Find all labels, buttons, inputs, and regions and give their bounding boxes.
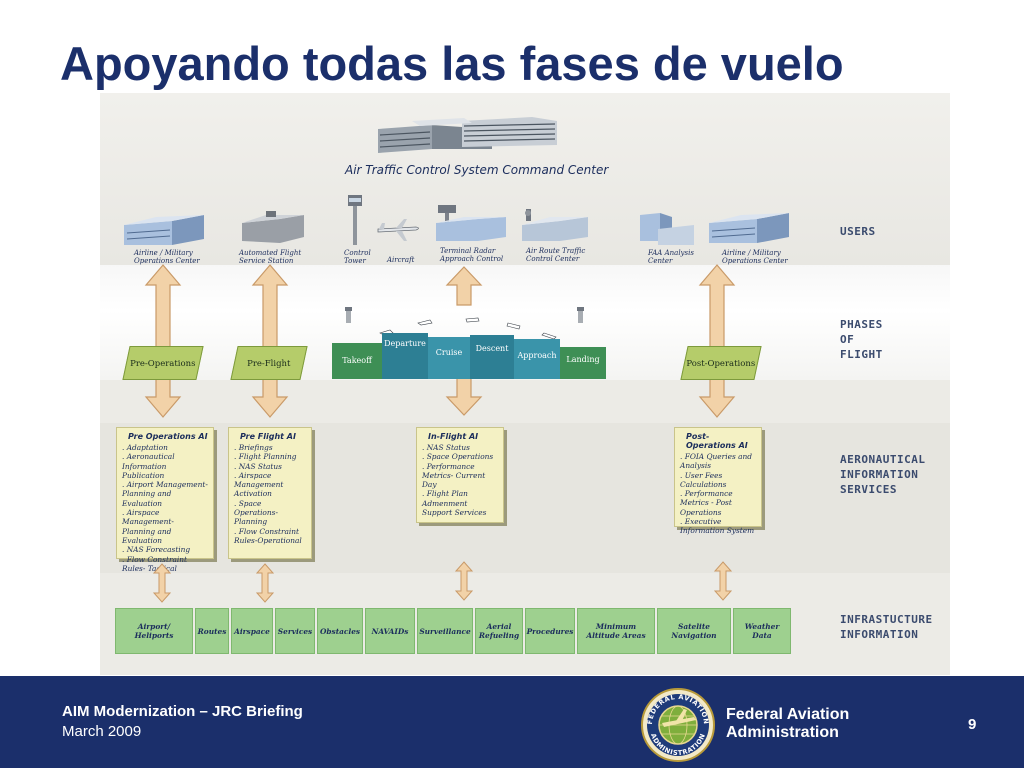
user-label-tracon: Terminal Radar Approach Control — [440, 247, 504, 263]
double-arrow-icon — [144, 264, 182, 418]
flight-segment-departure: Departure — [382, 333, 428, 379]
footer-briefing-title: AIM Modernization – JRC Briefing — [62, 703, 303, 720]
footer-date: March 2009 — [62, 723, 142, 740]
double-arrow-icon — [698, 264, 736, 418]
infra-routes: Routes — [195, 608, 229, 654]
flight-segment-landing: Landing — [560, 347, 606, 379]
up-arrow-icon — [445, 266, 483, 306]
faa-seal-logo: FEDERAL AVIATION ADMINISTRATION — [641, 688, 715, 762]
command-center-building-icon — [378, 117, 557, 153]
flight-profile-scene — [345, 307, 584, 340]
tracon-building-icon — [436, 205, 506, 241]
aircraft-icon — [377, 219, 419, 241]
double-arrow-icon — [153, 563, 171, 603]
flight-service-station-building-icon — [242, 211, 304, 243]
phase-tile-pre-operations: Pre-Operations — [122, 346, 204, 380]
user-label-flight-service-station: Automated Flight Service Station — [239, 249, 302, 265]
ais-box-in-flight: In-Flight AI . NAS Status . Space Operat… — [416, 427, 504, 523]
flight-segment-cruise: Cruise — [428, 337, 470, 379]
down-arrow-icon — [445, 376, 483, 416]
slide-title: Apoyando todas las fases de vuelo — [60, 37, 844, 90]
phase-tile-pre-flight: Pre-Flight — [230, 346, 308, 380]
infra-satelite-navigation: Satelite Navigation — [657, 608, 731, 654]
user-label-airline-ops-1: Airline / Military Operations Center — [134, 249, 200, 265]
infra-airspace: Airspace — [231, 608, 273, 654]
user-label-airline-ops-2: Airline / Military Operations Center — [722, 249, 788, 265]
control-tower-icon — [348, 195, 362, 245]
ais-box-post-operations: Post-Operations AI . FOIA Queries and An… — [674, 427, 762, 535]
infra-weather-data: Weather Data — [733, 608, 791, 654]
side-label-users: USERS — [840, 225, 876, 238]
user-label-control-tower: Control Tower — [344, 249, 371, 265]
footer-bar — [0, 676, 1024, 768]
infra-minimum-altitude-areas: Minimum Altitude Areas — [577, 608, 655, 654]
phase-tile-post-operations: Post-Operations — [680, 346, 762, 380]
artcc-building-icon — [522, 209, 588, 241]
infra-aerial-refueling: Aerial Refueling — [475, 608, 523, 654]
infra-services: Services — [275, 608, 315, 654]
infra-procedures: Procedures — [525, 608, 575, 654]
flight-segment-approach: Approach — [514, 339, 560, 379]
user-label-artcc: Air Route Traffic Control Center — [526, 247, 586, 263]
infra-surveillance: Surveillance — [417, 608, 473, 654]
infra-obstacles: Obstacles — [317, 608, 363, 654]
infra-airport-heliports: Airport/ Heliports — [115, 608, 193, 654]
user-label-faa-analysis-center: FAA Analysis Center — [648, 249, 694, 265]
double-arrow-icon — [714, 561, 732, 601]
faa-analysis-center-building-icon — [640, 213, 694, 245]
airline-ops-center-building-icon — [124, 215, 204, 245]
faa-agency-name: Federal Aviation Administration — [726, 706, 850, 741]
flight-phases-diagram: Air Traffic Control System Command Cente… — [100, 93, 950, 675]
infra-navaids: NAVAIDs — [365, 608, 415, 654]
command-center-label: Air Traffic Control System Command Cente… — [345, 163, 609, 177]
double-arrow-icon — [256, 563, 274, 603]
side-label-infra: INFRASTUCTURE INFORMATION — [840, 613, 933, 641]
page-number: 9 — [968, 716, 977, 733]
ais-box-pre-flight: Pre Flight AI . Briefings . Flight Plann… — [228, 427, 312, 559]
double-arrow-icon — [251, 264, 289, 418]
double-arrow-icon — [455, 561, 473, 601]
airline-ops-center-building-icon — [709, 213, 789, 243]
user-label-aircraft: Aircraft — [387, 256, 415, 264]
flight-segment-takeoff: Takeoff — [332, 343, 382, 379]
side-label-phases: PHASES OF FLIGHT — [840, 318, 883, 361]
side-label-ais: AERONAUTICAL INFORMATION SERVICES — [840, 453, 926, 496]
ais-box-pre-operations: Pre Operations AI . Adaptation . Aeronau… — [116, 427, 214, 573]
flight-segment-descent: Descent — [470, 335, 514, 379]
